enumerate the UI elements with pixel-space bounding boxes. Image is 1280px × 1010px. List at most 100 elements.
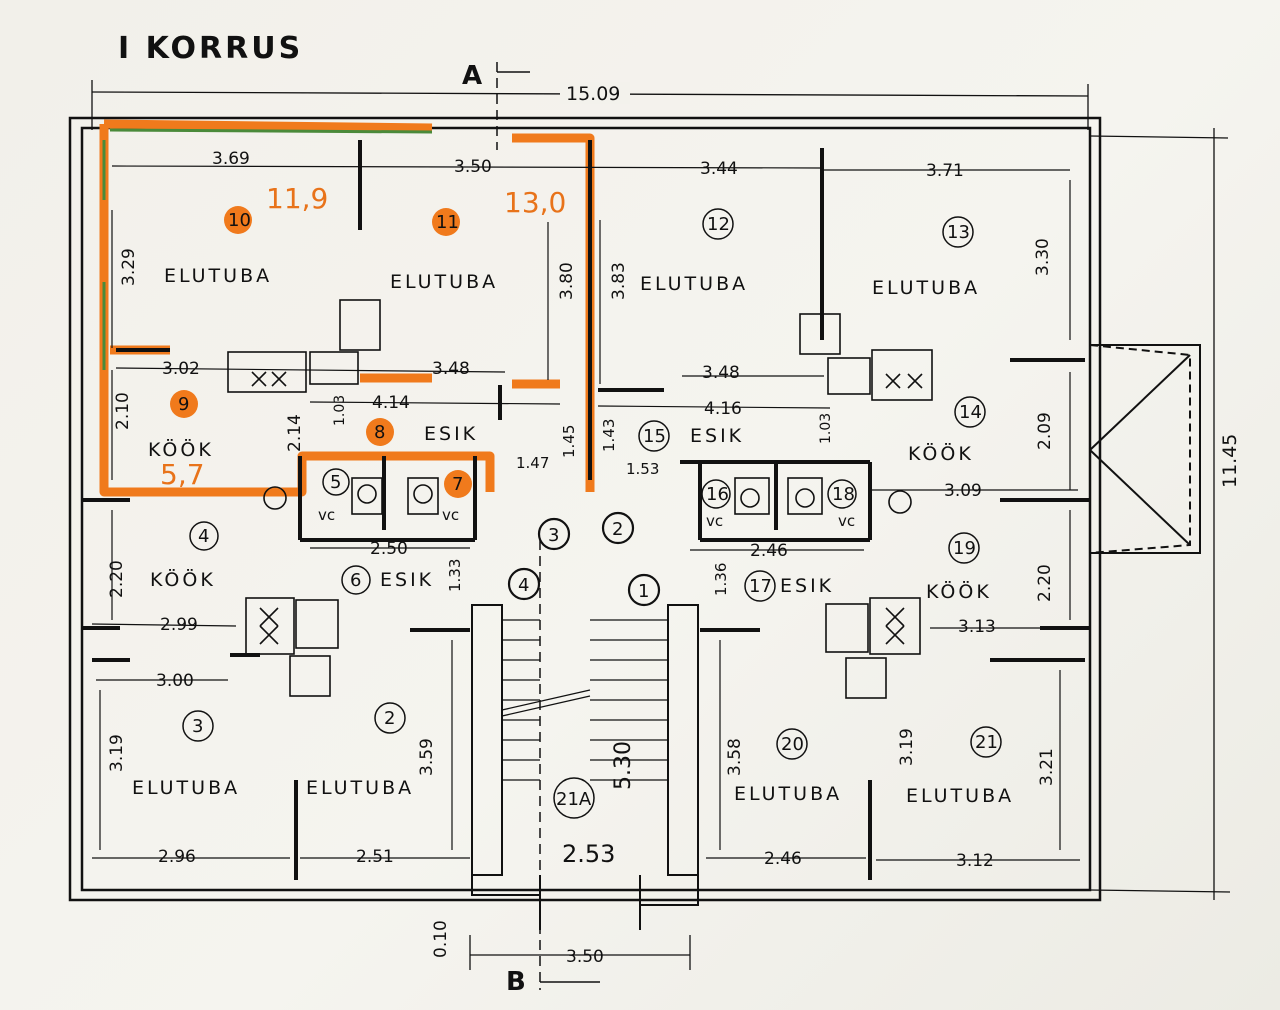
room-label-13: ELUTUBA xyxy=(872,277,980,299)
dim-k14-w: 3.09 xyxy=(944,481,982,501)
balcony xyxy=(1089,344,1201,554)
stove-cross-marks xyxy=(251,371,923,645)
dim-r13-h: 3.30 xyxy=(1033,238,1053,276)
room-number-19: 19 xyxy=(953,538,976,559)
room-number-13: 13 xyxy=(947,222,970,243)
dim-e8-w2: 4.14 xyxy=(372,393,410,413)
stair-number-4: 4 xyxy=(518,575,529,596)
room-label-6: ESIK xyxy=(380,569,434,591)
dim-e15-w: 3.48 xyxy=(702,363,740,383)
room-number-2: 2 xyxy=(384,708,395,729)
room-number-12: 12 xyxy=(707,214,730,235)
room-label-3: ELUTUBA xyxy=(132,777,240,799)
room-number-8: 8 xyxy=(374,422,385,443)
dim-r20-w: 2.46 xyxy=(764,849,802,869)
room-label-14: KÖÖK xyxy=(908,442,974,465)
room-number-16: 16 xyxy=(706,484,729,505)
dim-bottom-offset: 0.10 xyxy=(431,920,451,958)
stair-treads xyxy=(501,619,668,781)
dim-r2-w: 2.51 xyxy=(356,847,394,867)
dim-k14-h: 2.09 xyxy=(1035,412,1055,450)
dim-e8-d: 1.03 xyxy=(332,395,348,426)
dim-r10-w: 3.69 xyxy=(212,149,250,169)
room-number-4: 4 xyxy=(198,526,209,547)
dim-r21-h2: 3.21 xyxy=(1037,748,1057,786)
room-number-1: 1 xyxy=(638,581,649,602)
dim-k19-h: 2.20 xyxy=(1035,564,1055,602)
stair-core xyxy=(471,604,699,930)
dim-overall-height: 11.45 xyxy=(1219,434,1241,488)
room-label-7: vc xyxy=(442,506,459,524)
room-label-8: ESIK xyxy=(424,423,478,445)
dim-e17-h: 1.36 xyxy=(712,563,730,596)
dim-e6-h: 1.33 xyxy=(446,559,464,592)
dim-145: 1.45 xyxy=(560,425,578,458)
dim-r20-h: 3.58 xyxy=(725,738,745,776)
dim-r11-w: 3.50 xyxy=(454,157,492,177)
wc-fixtures xyxy=(263,477,912,515)
room-label-17: ESIK xyxy=(780,575,834,597)
room-label-21: ELUTUBA xyxy=(906,785,1014,807)
room-label-15: ESIK xyxy=(690,425,744,447)
dim-k19-w: 3.13 xyxy=(958,617,996,637)
interior-dimension-lines xyxy=(91,165,1082,861)
dim-e15-d: 1.03 xyxy=(818,413,834,444)
room-label-18: vc xyxy=(838,512,855,530)
kitchen-fixtures xyxy=(227,299,933,699)
dim-vc-w: 2.50 xyxy=(370,539,408,559)
room-number-3: 3 xyxy=(192,716,203,737)
room-labels: ELUTUBA ELUTUBA ELUTUBA ELUTUBA KÖÖK ESI… xyxy=(132,265,1014,807)
section-mark-a: A xyxy=(462,61,482,91)
area-note-9: 5,7 xyxy=(160,458,205,491)
area-note-11: 13,0 xyxy=(504,186,566,219)
room-number-9: 9 xyxy=(178,394,189,415)
section-mark-b: B xyxy=(506,967,526,997)
dim-k9-w: 3.02 xyxy=(162,359,200,379)
room-number-21: 21 xyxy=(975,732,998,753)
room-number-11: 11 xyxy=(436,212,459,233)
dim-e8-h: 2.14 xyxy=(285,414,305,452)
plan-title: I KORRUS xyxy=(118,31,303,66)
room-number-7: 7 xyxy=(452,474,463,495)
interior-walls xyxy=(82,140,1090,880)
area-note-10: 11,9 xyxy=(266,182,328,215)
dim-overall-width: 15.09 xyxy=(566,83,620,105)
dim-k4-w: 2.99 xyxy=(160,615,198,635)
highlight-outline xyxy=(99,119,595,497)
dim-stair-width: 3.50 xyxy=(566,947,604,967)
dim-bg xyxy=(560,82,630,104)
dim-vc2-w: 2.46 xyxy=(750,541,788,561)
room-label-5: vc xyxy=(318,506,335,524)
overall-dimension-lines xyxy=(91,80,1231,970)
dim-r3-h: 3.19 xyxy=(107,734,127,772)
room-number-10: 10 xyxy=(228,210,251,231)
dim-e15-h: 1.43 xyxy=(600,419,618,452)
room-label-19: KÖÖK xyxy=(926,580,992,603)
dim-r12-h: 3.83 xyxy=(609,262,629,300)
dim-r3-w-top: 3.00 xyxy=(156,671,194,691)
dim-e15-w2: 4.16 xyxy=(704,399,742,419)
dim-k9-h: 2.10 xyxy=(113,392,133,430)
room-label-12: ELUTUBA xyxy=(640,273,748,295)
dim-r12-w: 3.44 xyxy=(700,159,738,179)
dim-k4-h: 2.20 xyxy=(107,560,127,598)
room-number-17: 17 xyxy=(749,576,772,597)
room-label-2: ELUTUBA xyxy=(306,777,414,799)
dim-r21-w: 3.12 xyxy=(956,851,994,871)
dim-stair-depth: 2.53 xyxy=(562,840,615,868)
room-label-16: vc xyxy=(706,512,723,530)
dim-147: 1.47 xyxy=(516,454,549,472)
room-label-11: ELUTUBA xyxy=(390,271,498,293)
dim-r11-h: 3.80 xyxy=(557,262,577,300)
dim-stair-run: 5.30 xyxy=(611,741,636,790)
highlight-inner-green xyxy=(102,128,433,370)
room-number-21a: 21A xyxy=(556,789,592,810)
room-label-9: KÖÖK xyxy=(148,438,214,461)
dim-r21-h: 3.19 xyxy=(897,728,917,766)
dim-r2-h: 3.59 xyxy=(417,738,437,776)
room-label-20: ELUTUBA xyxy=(734,783,842,805)
dim-r3-w: 2.96 xyxy=(158,847,196,867)
room-number-20: 20 xyxy=(781,734,804,755)
